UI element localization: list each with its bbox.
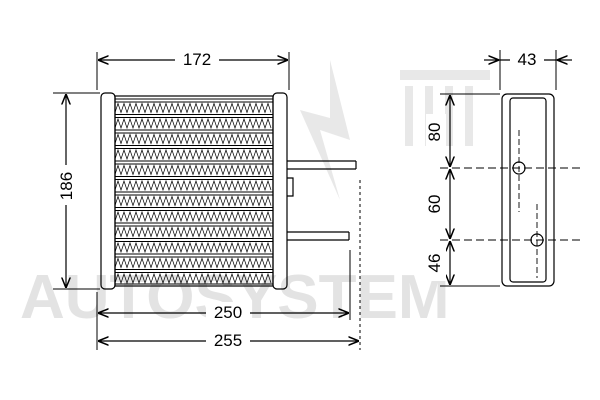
fin-strip [114, 133, 272, 145]
fin-strip [114, 117, 272, 130]
side-view [440, 50, 580, 287]
dim-label-172: 172 [183, 50, 211, 69]
fin-strip [114, 164, 272, 176]
side-inner-body [509, 97, 547, 283]
mount-bracket [287, 177, 294, 197]
right-header-tank [272, 92, 288, 290]
fin-strip [114, 102, 272, 114]
outlet-pipe [287, 231, 350, 241]
front-view [53, 52, 361, 350]
fin-strip [114, 195, 272, 207]
dim-label-255: 255 [214, 331, 242, 350]
dim-label-46: 46 [425, 254, 444, 273]
dim-label-186: 186 [57, 172, 76, 200]
core-frame [114, 95, 274, 287]
dim-label-43: 43 [518, 50, 537, 69]
watermark-emblem [300, 60, 490, 200]
fin-strip [114, 210, 272, 223]
side-outer-body [501, 93, 555, 287]
left-header-tank [100, 92, 116, 290]
fin-strip [114, 241, 272, 254]
inlet-pipe [287, 160, 357, 170]
fin-strip [114, 226, 272, 238]
fin-strip [114, 257, 272, 269]
dim-label-60: 60 [425, 195, 444, 214]
core-fins [114, 98, 273, 285]
dim-label-80: 80 [425, 123, 444, 142]
fin-strip [114, 179, 272, 192]
fin-strip [114, 272, 272, 285]
dim-label-250: 250 [214, 303, 242, 322]
side-dimensions [450, 60, 572, 284]
fin-strip [114, 148, 272, 161]
